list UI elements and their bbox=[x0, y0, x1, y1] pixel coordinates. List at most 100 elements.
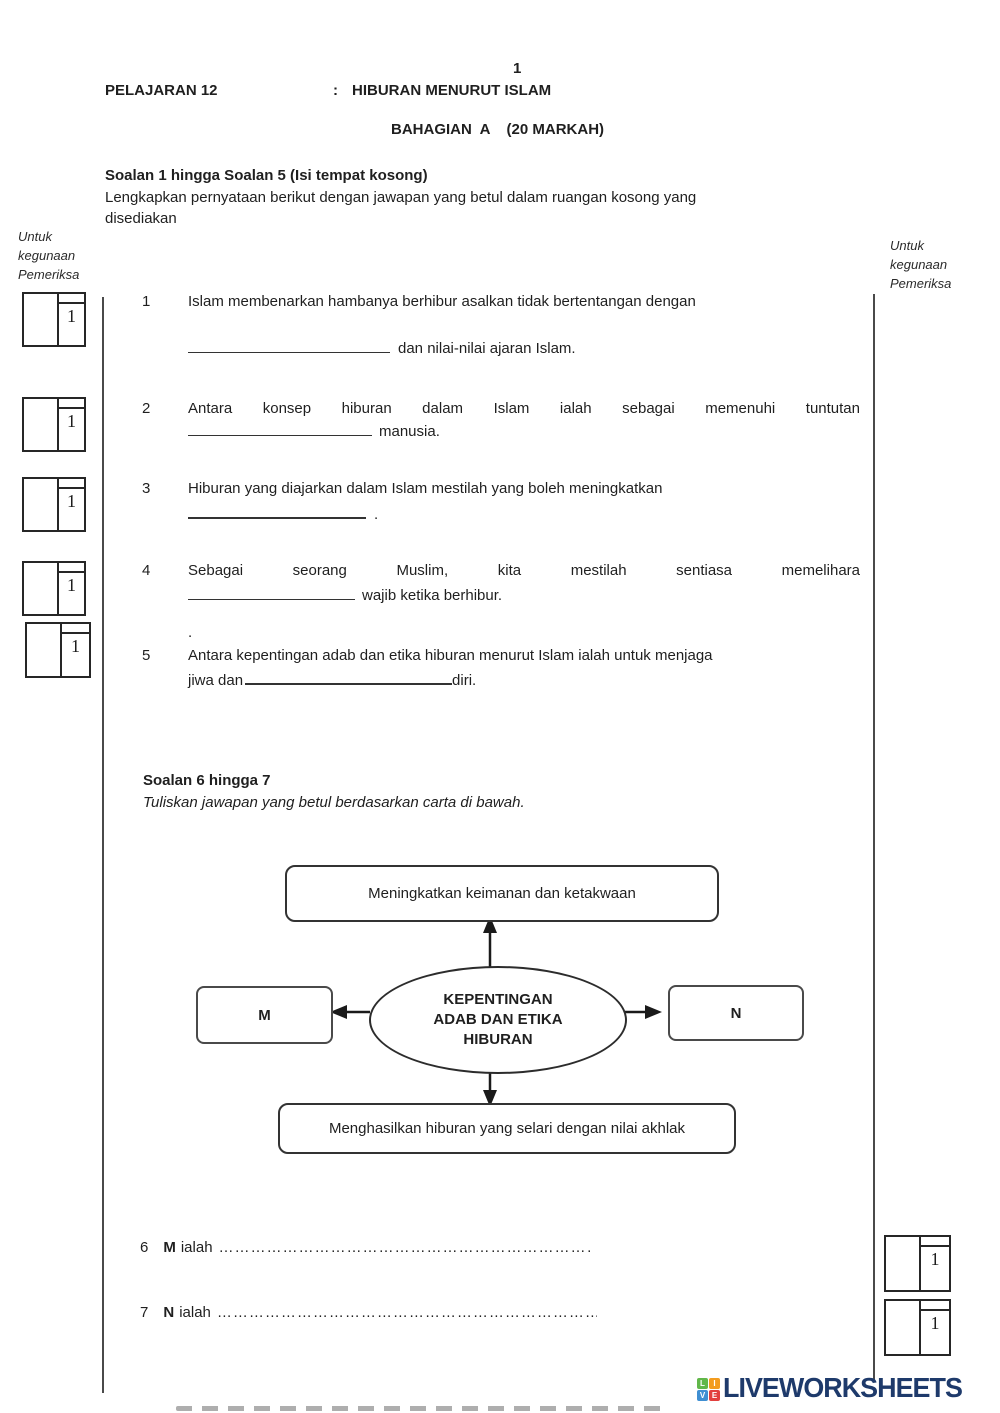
question-6-number: 6 bbox=[140, 1239, 149, 1256]
mark-box-strip bbox=[921, 1245, 949, 1247]
mark-box-q3: 1 bbox=[22, 477, 86, 532]
diagram-left-box-m: M bbox=[196, 986, 333, 1044]
answer-blank-q3[interactable] bbox=[188, 501, 366, 519]
question-1-number: 1 bbox=[142, 293, 151, 310]
mark-box-q5: 1 bbox=[25, 622, 91, 678]
diagram-right-box-n: N bbox=[668, 985, 804, 1041]
question-2-text: Antara konsep hiburan dalam Islam ialah … bbox=[188, 400, 860, 417]
lesson-label: PELAJARAN 12 bbox=[105, 82, 218, 99]
instruction-line2: disediakan bbox=[105, 210, 177, 227]
mark-value: 1 bbox=[930, 1313, 940, 1333]
question-5-text: Antara kepentingan adab dan etika hibura… bbox=[188, 647, 713, 664]
diagram-top-box: Meningkatkan keimanan dan ketakwaan bbox=[285, 865, 719, 922]
examiner-note-left: Untuk kegunaan Pemeriksa bbox=[18, 227, 79, 284]
question-7-letter: N bbox=[163, 1304, 175, 1321]
answer-dots-q6[interactable]: …………………………………………………………………………… bbox=[218, 1239, 591, 1256]
mark-value: 1 bbox=[67, 306, 76, 326]
answer-blank-q2[interactable] bbox=[188, 419, 372, 436]
examiner-note-line: Pemeriksa bbox=[18, 267, 80, 282]
logo-square-v: V bbox=[697, 1390, 708, 1401]
diagram-center-ellipse: KEPENTINGAN ADAB DAN ETIKA HIBURAN bbox=[369, 966, 627, 1074]
question-1-text: Islam membenarkan hambanya berhibur asal… bbox=[188, 293, 696, 310]
mark-value: 1 bbox=[67, 411, 76, 431]
diagram-center-line: KEPENTINGAN bbox=[443, 991, 553, 1008]
instruction-line1: Lengkapkan pernyataan berikut dengan jaw… bbox=[105, 189, 697, 206]
question-4-answer-line: wajib ketika berhibur. bbox=[188, 583, 502, 606]
mark-value: 1 bbox=[67, 491, 76, 511]
right-margin-rule bbox=[873, 294, 875, 1380]
diagram-m-label: M bbox=[258, 1006, 271, 1024]
question-5-answer-line: jiwa dan diri. bbox=[188, 667, 476, 691]
mark-box-divider bbox=[57, 399, 59, 450]
question-2-text-after: manusia. bbox=[379, 423, 440, 440]
question-5-text-after: diri. bbox=[452, 672, 477, 689]
mark-box-q4: 1 bbox=[22, 561, 86, 616]
answer-dots-q7[interactable]: …………………………………………………………………………… bbox=[216, 1304, 597, 1321]
question-3-text-after: . bbox=[374, 506, 379, 523]
question-4-number: 4 bbox=[142, 562, 151, 579]
examiner-note-line: kegunaan bbox=[18, 248, 76, 263]
question-1-answer-line: dan nilai-nilai ajaran Islam. bbox=[188, 336, 576, 359]
diagram-bottom-box-label: Menghasilkan hiburan yang selari dengan … bbox=[328, 1120, 686, 1137]
mark-box-strip bbox=[59, 407, 84, 409]
question-5-text-before: jiwa dan bbox=[188, 672, 244, 689]
question-1-text-after: dan nilai-nilai ajaran Islam. bbox=[398, 340, 576, 357]
section-a-heading: BAHAGIAN A (20 MARKAH) bbox=[391, 121, 605, 138]
question-4-text-after: wajib ketika berhibur. bbox=[362, 587, 503, 604]
mark-value: 1 bbox=[67, 575, 76, 595]
answer-blank-q1[interactable] bbox=[188, 336, 390, 353]
question-3-answer-line: . bbox=[188, 501, 378, 525]
mark-box-strip bbox=[59, 571, 84, 573]
diagram-center-line: HIBURAN bbox=[463, 1031, 533, 1048]
examiner-note-line: Untuk bbox=[890, 238, 924, 253]
examiner-note-line: kegunaan bbox=[890, 257, 948, 272]
section-b-instruction: Tuliskan jawapan yang betul berdasarkan … bbox=[143, 794, 525, 811]
question-7-number: 7 bbox=[140, 1304, 149, 1321]
examiner-note-line: Untuk bbox=[18, 229, 52, 244]
mark-box-divider bbox=[57, 563, 59, 614]
mark-box-q6: 1 bbox=[884, 1235, 951, 1292]
question-7-text: ialah bbox=[179, 1304, 211, 1321]
mark-box-divider bbox=[60, 624, 62, 676]
answer-blank-q4[interactable] bbox=[188, 583, 355, 600]
diagram-bottom-box: Menghasilkan hiburan yang selari dengan … bbox=[278, 1103, 736, 1154]
mark-box-q2: 1 bbox=[22, 397, 86, 452]
header-separator: : bbox=[333, 82, 338, 99]
examiner-note-right: Untuk kegunaan Pemeriksa bbox=[890, 236, 951, 293]
liveworksheets-logo[interactable]: L I V E LIVEWORKSHEETS bbox=[697, 1371, 972, 1405]
cutoff-text-artifact bbox=[176, 1406, 663, 1411]
question-2-answer-line: manusia. bbox=[188, 419, 440, 442]
question-6-text: ialah bbox=[180, 1239, 213, 1256]
question-4-text: Sebagai seorang Muslim, kita mestilah se… bbox=[188, 562, 860, 579]
left-margin-rule bbox=[102, 297, 104, 1393]
mark-box-divider bbox=[919, 1237, 921, 1290]
answer-blank-q5[interactable] bbox=[245, 667, 453, 685]
question-3-number: 3 bbox=[142, 480, 151, 497]
mark-box-divider bbox=[57, 479, 59, 530]
diagram-n-label: N bbox=[730, 1004, 742, 1022]
mark-value: 1 bbox=[71, 636, 80, 656]
mark-box-divider bbox=[919, 1301, 921, 1354]
diagram-center-line: ADAB DAN ETIKA bbox=[433, 1011, 563, 1028]
question-3-text: Hiburan yang diajarkan dalam Islam mesti… bbox=[188, 480, 663, 497]
liveworksheets-wordmark: LIVEWORKSHEETS bbox=[723, 1372, 963, 1403]
diagram-top-box-label: Meningkatkan keimanan dan ketakwaan bbox=[368, 885, 636, 902]
mark-box-divider bbox=[57, 294, 59, 345]
liveworksheets-logo-icon: L I V E bbox=[697, 1378, 720, 1401]
mark-box-strip bbox=[921, 1309, 949, 1311]
soalan-1-5-heading: Soalan 1 hingga Soalan 5 (Isi tempat kos… bbox=[105, 167, 428, 184]
mark-value: 1 bbox=[930, 1249, 940, 1269]
question-2-number: 2 bbox=[142, 400, 151, 417]
logo-square-l: L bbox=[697, 1378, 708, 1389]
mark-box-strip bbox=[59, 302, 84, 304]
examiner-note-line: Pemeriksa bbox=[890, 276, 952, 291]
soalan-6-7-heading: Soalan 6 hingga 7 bbox=[143, 772, 271, 789]
mark-box-strip bbox=[59, 487, 84, 489]
question-6-letter: M bbox=[163, 1239, 176, 1256]
mark-box-strip bbox=[62, 632, 89, 634]
lesson-title: HIBURAN MENURUT ISLAM bbox=[352, 82, 552, 99]
mark-box-q7: 1 bbox=[884, 1299, 951, 1356]
